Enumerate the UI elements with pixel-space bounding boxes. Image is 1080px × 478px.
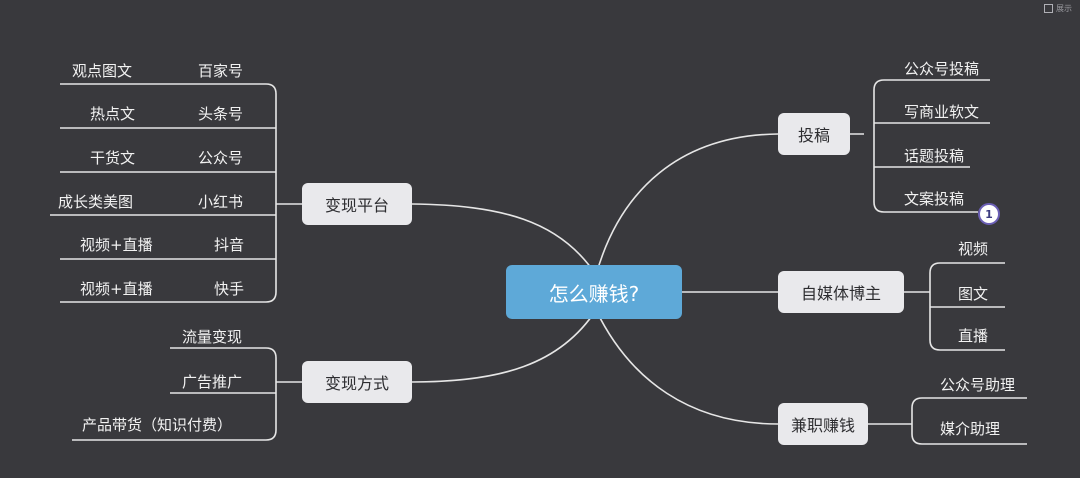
node-tougao[interactable]: 投稿	[778, 113, 850, 155]
bracket-jianzhi	[868, 397, 1027, 445]
link-center-jianzhi	[595, 309, 779, 425]
node-pingtai[interactable]: 变现平台	[302, 183, 412, 225]
leaf-zimeiti-1[interactable]: 视频	[958, 240, 989, 258]
bracket-fangshi	[72, 347, 302, 441]
node-fangshi[interactable]: 变现方式	[302, 361, 412, 403]
leaf-pingtai-content-2[interactable]: 热点文	[90, 105, 136, 123]
leaf-fangshi-1[interactable]: 流量变现	[182, 328, 243, 346]
note-count-badge[interactable]: 1	[978, 203, 1000, 225]
leaf-jianzhi-2[interactable]: 媒介助理	[940, 420, 1001, 438]
link-center-fangshi	[411, 309, 597, 383]
fullscreen-icon[interactable]	[1044, 4, 1053, 13]
leaf-pingtai-platform-1[interactable]: 百家号	[198, 62, 244, 80]
leaf-pingtai-platform-6[interactable]: 快手	[214, 280, 245, 298]
leaf-tougao-3[interactable]: 话题投稿	[904, 147, 965, 165]
leaf-pingtai-platform-3[interactable]: 公众号	[198, 149, 244, 167]
leaf-tougao-2[interactable]: 写商业软文	[904, 103, 980, 121]
leaf-pingtai-content-5[interactable]: 视频+直播	[80, 236, 153, 254]
leaf-zimeiti-3[interactable]: 直播	[958, 327, 989, 345]
leaf-pingtai-platform-5[interactable]: 抖音	[214, 236, 245, 254]
leaf-pingtai-content-6[interactable]: 视频+直播	[80, 280, 153, 298]
bracket-pingtai	[50, 83, 302, 303]
link-center-tougao	[595, 133, 779, 276]
leaf-pingtai-platform-2[interactable]: 头条号	[198, 105, 244, 123]
leaf-fangshi-3[interactable]: 产品带货（知识付费）	[82, 416, 233, 434]
leaf-tougao-1[interactable]: 公众号投稿	[904, 60, 980, 78]
bracket-tougao	[850, 79, 990, 213]
bracket-zimeiti	[904, 262, 1005, 351]
corner-label: 展示	[1056, 4, 1072, 13]
corner-toolbar[interactable]: 展示	[1044, 3, 1072, 14]
leaf-pingtai-content-3[interactable]: 干货文	[90, 149, 136, 167]
leaf-pingtai-platform-4[interactable]: 小红书	[198, 193, 244, 211]
leaf-fangshi-2[interactable]: 广告推广	[182, 373, 243, 391]
node-zimeiti[interactable]: 自媒体博主	[778, 271, 904, 313]
leaf-pingtai-content-4[interactable]: 成长类美图	[58, 193, 134, 211]
leaf-jianzhi-1[interactable]: 公众号助理	[940, 376, 1016, 394]
leaf-zimeiti-2[interactable]: 图文	[958, 285, 989, 303]
link-center-pingtai	[411, 203, 597, 276]
center-node[interactable]: 怎么赚钱?	[506, 265, 682, 319]
leaf-tougao-4[interactable]: 文案投稿	[904, 190, 965, 208]
node-jianzhi[interactable]: 兼职赚钱	[778, 403, 868, 445]
leaf-pingtai-content-1[interactable]: 观点图文	[72, 62, 133, 80]
